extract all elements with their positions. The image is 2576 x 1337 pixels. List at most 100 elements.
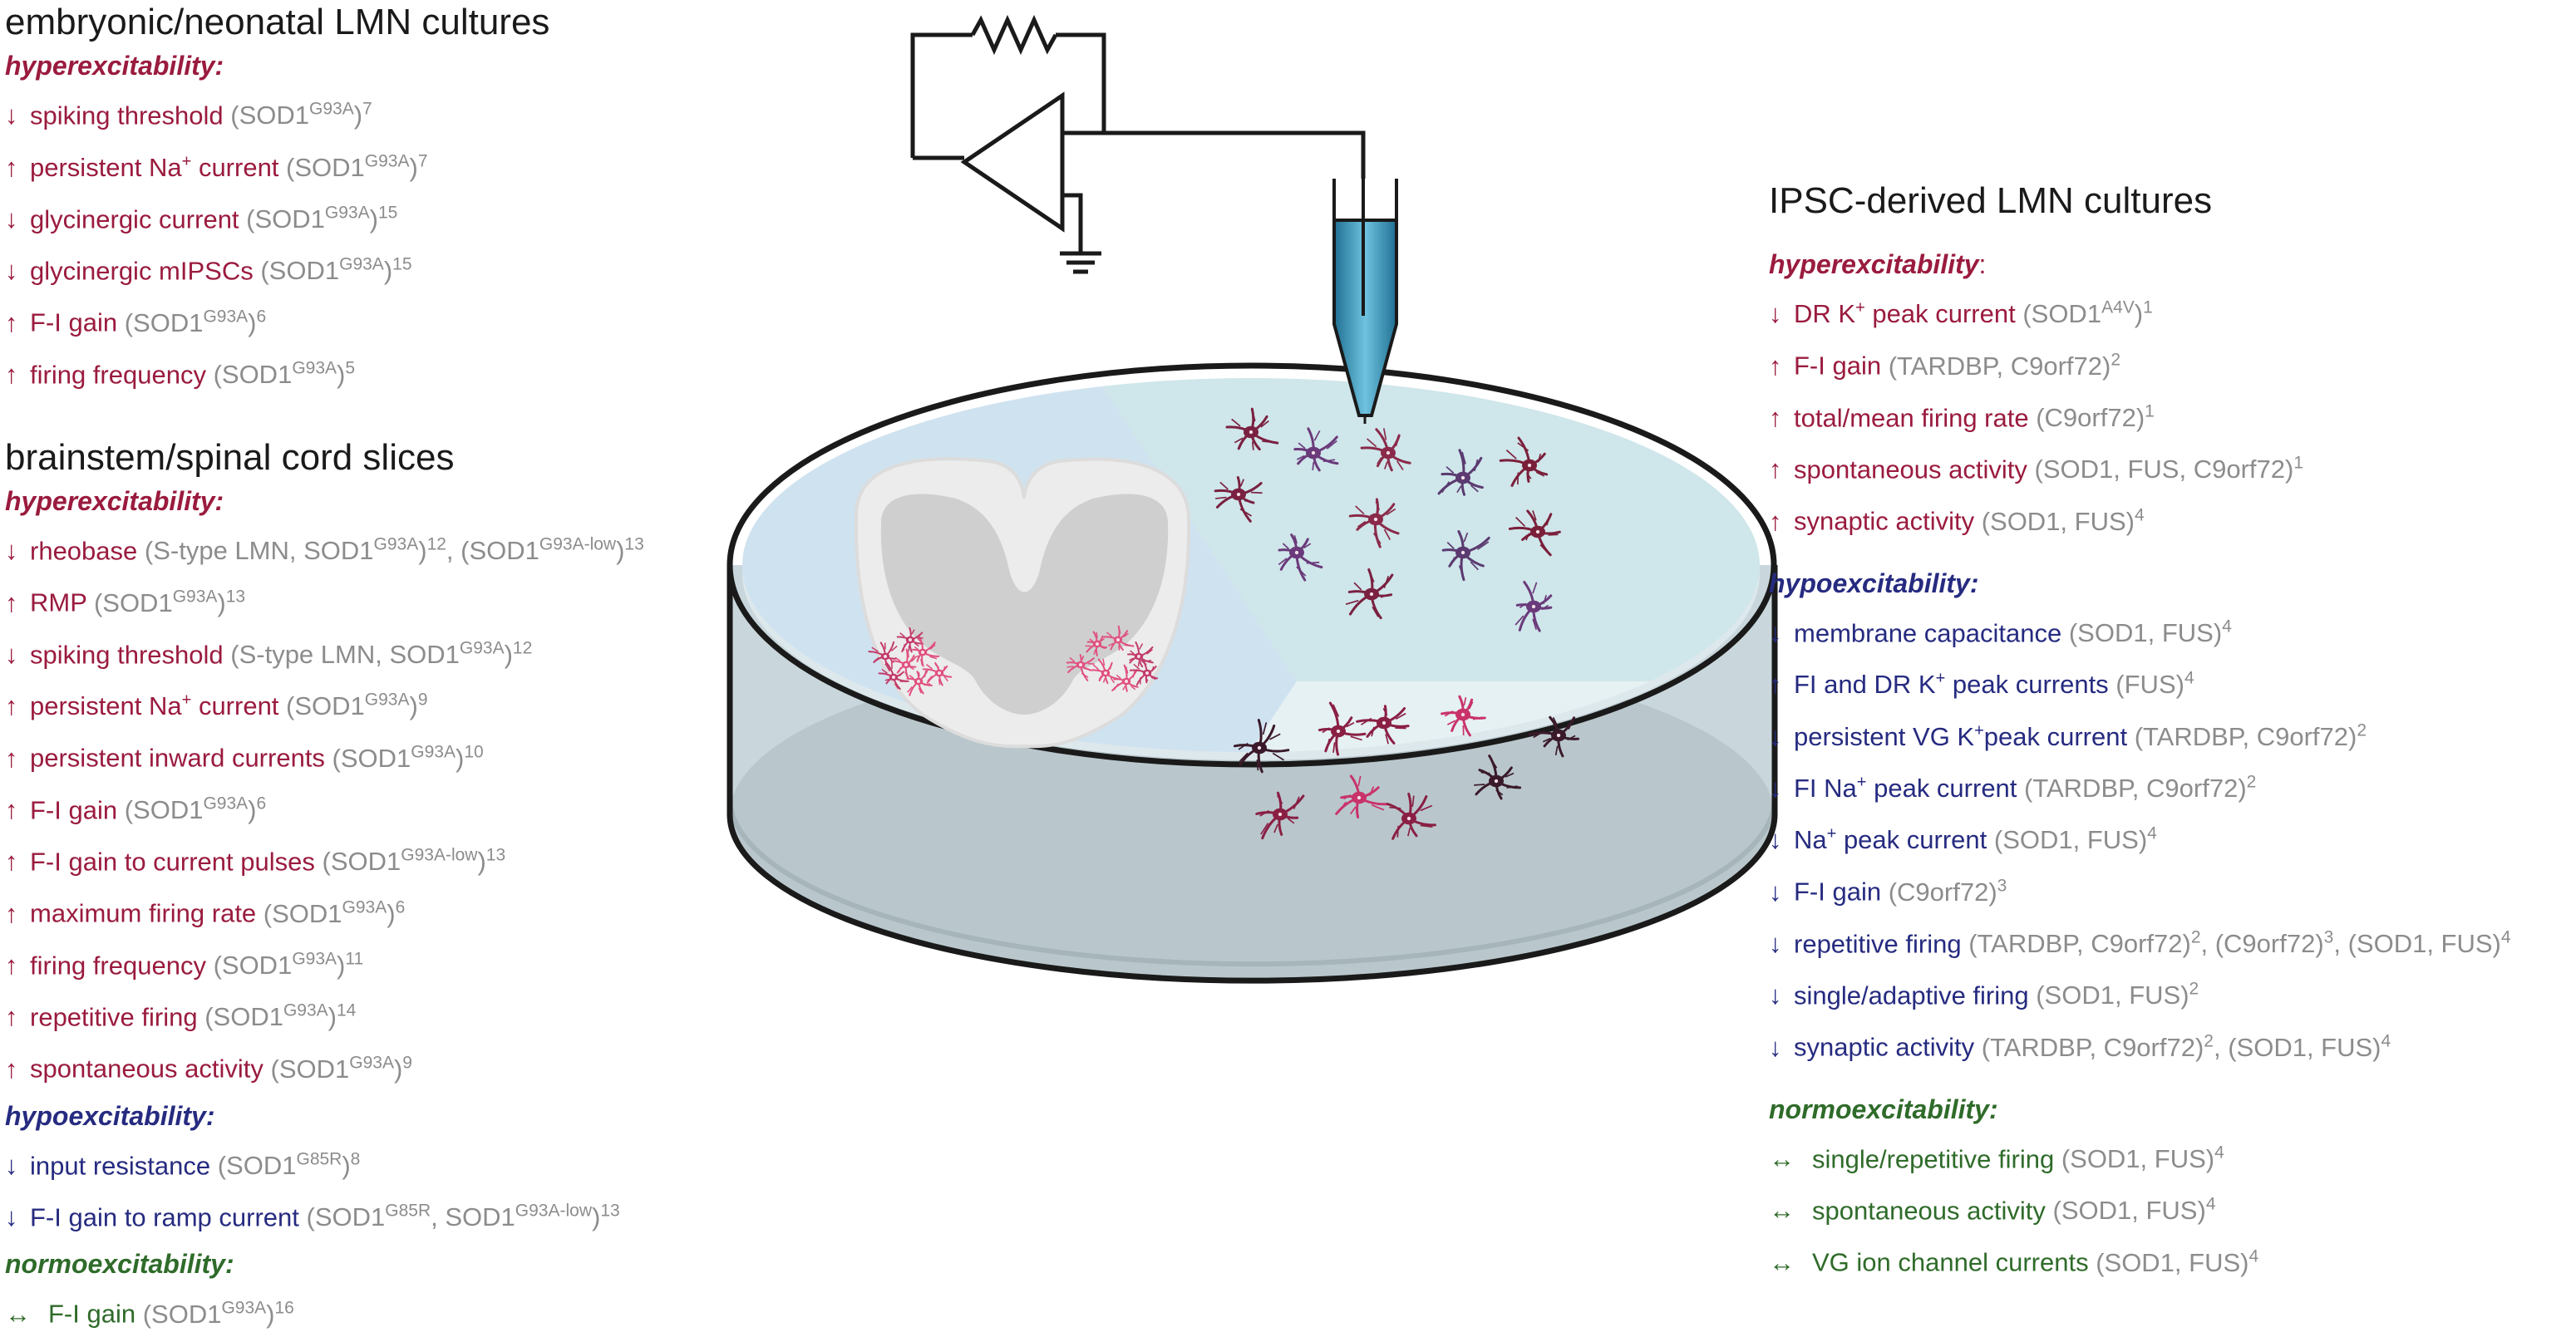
finding-feature: F-I gain [1794,351,1882,381]
hyper-category-label: hyperexcitability: [5,51,224,81]
motor-neuron-icon [868,641,898,671]
motor-neuron-icon [892,648,917,680]
direction-arrow: ↑ [5,794,18,824]
finding-reference: (TARDBP, C9orf72)2 [2017,772,2257,803]
direction-arrow: ↔ [1769,1143,1795,1173]
finding-feature: F-I gain to ramp current [30,1202,299,1232]
finding-reference: (SOD1G93A)15 [253,254,412,286]
finding-item: ↓membrane capacitance (SOD1, FUS)4 [1769,604,2511,656]
slices-groups: hyperexcitability:↓rheobase (S-type LMN,… [5,480,644,1337]
finding-reference: (SOD1G85R, SOD1G93A-low)13 [298,1201,620,1232]
patch-clamp-amplifier-icon [910,14,1366,274]
finding-reference: (SOD1G93A)5 [205,358,356,389]
direction-arrow: ↓ [5,639,18,669]
finding-feature: single/adaptive firing [1794,981,2029,1010]
finding-reference: (SOD1G93A)11 [205,949,364,980]
finding-reference: (SOD1, FUS)4 [2054,1143,2224,1173]
finding-reference: (SOD1G93A)7 [278,151,428,182]
motor-neuron-icon [1499,436,1549,487]
direction-arrow: ↑ [5,691,18,721]
direction-arrow: ↔ [5,1299,31,1329]
finding-reference: (SOD1G93A)15 [239,203,398,233]
direction-arrow: ↓ [1769,773,1782,803]
motor-neuron-icon [1255,791,1305,840]
finding-item: ↓Na+ peak current (SOD1, FUS)4 [1769,811,2511,863]
finding-reference: (TARDBP, C9orf72)2, (C9orf72)3, (SOD1, F… [1961,927,2511,958]
finding-feature: F-I gain to current pulses [30,847,315,877]
motor-neuron-icon [896,627,924,653]
finding-reference: (S-type LMN, SOD1G93A)12, (SOD1G93A-low)… [137,534,644,566]
direction-arrow: ↑ [1769,402,1782,432]
finding-feature: glycinergic current [30,204,239,233]
motor-neuron-icon [1278,533,1323,582]
direction-arrow: ↑ [1769,670,1782,700]
direction-arrow: ↓ [1769,1032,1782,1062]
finding-item: ↑F-I gain (SOD1G93A)6 [5,781,644,833]
finding-reference: (SOD1G93A)7 [223,100,372,130]
finding-item: ↓F-I gain to ramp current (SOD1G85R, SOD… [5,1188,644,1240]
spinal-cord-neurons [868,625,1159,696]
embryonic-groups: hyperexcitability:↓spiking threshold (SO… [5,45,644,397]
finding-item: ↑F-I gain (TARDBP, C9orf72)2 [1769,337,2511,388]
finding-reference: (SOD1G93A)16 [135,1298,294,1329]
finding-item: ↑persistent Na+ current (SOD1G93A)7 [5,138,644,189]
motor-neuron-icon [1129,656,1159,686]
finding-item: ↑repetitive firing (SOD1G93A)14 [5,988,644,1040]
direction-arrow: ↓ [5,1150,18,1180]
direction-arrow: ↑ [5,1002,18,1032]
motor-neuron-icon [1103,625,1135,651]
hyper-category-label: hyperexcitability: [1769,249,1987,279]
finding-feature: DR K+ peak current [1794,299,2016,329]
finding-item: ↑synaptic activity (SOD1, FUS)4 [1769,492,2511,543]
direction-arrow: ↑ [5,152,18,182]
finding-feature: spontaneous activity [1812,1196,2046,1226]
motor-neuron-icon [1111,664,1139,692]
finding-feature: persistent VG K+peak current [1794,721,2128,751]
finding-feature: repetitive firing [1794,928,1962,958]
finding-item: ↓rheobase (S-type LMN, SOD1G93A)12, (SOD… [5,522,644,573]
finding-feature: synaptic activity [1794,506,1975,536]
direction-arrow: ↓ [1769,617,1782,647]
finding-reference: (SOD1, FUS, C9orf72)1 [2027,453,2304,484]
finding-reference: (SOD1G93A)13 [86,587,246,617]
finding-feature: RMP [30,587,87,617]
finding-reference: (C9orf72)3 [1881,876,2007,907]
motor-neuron-icon [1508,509,1561,557]
finding-item: ↓glycinergic current (SOD1G93A)15 [5,190,644,242]
motor-neuron-icon [1386,792,1436,840]
finding-feature: input resistance [30,1150,211,1180]
motor-neuron-icon [1528,715,1580,758]
motor-neuron-icon [1360,428,1411,472]
finding-reference: (SOD1A4V)1 [2015,298,2153,329]
finding-feature: glycinergic mIPSCs [30,256,254,286]
direction-arrow: ↓ [1769,928,1782,958]
finding-item: ↓persistent VG K+peak current (TARDBP, C… [1769,707,2511,759]
finding-item: ↔single/repetitive firing (SOD1, FUS)4 [1769,1130,2511,1182]
petri-dish-icon [727,362,1778,984]
finding-feature: FI and DR K+ peak currents [1794,669,2109,700]
finding-item: ↑maximum firing rate (SOD1G93A)6 [5,884,644,936]
finding-reference: (SOD1, FUS)4 [2088,1246,2259,1277]
motor-neuron-icon [1345,568,1394,620]
direction-arrow: ↔ [1769,1196,1795,1226]
direction-arrow: ↑ [5,587,18,617]
finding-reference: (SOD1, FUS)4 [2045,1194,2216,1226]
motor-neuron-icon [906,669,933,696]
ipsc-groups: hyperexcitability: ↓ DR K+ peak current (S… [1769,243,2511,1285]
direction-arrow: ↓ [1769,721,1782,751]
finding-feature: spontaneous activity [1794,455,2027,484]
motor-neuron-icon [1066,654,1095,681]
finding-item: ↓glycinergic mIPSCs (SOD1G93A)15 [5,242,644,293]
direction-arrow: ↑ [1769,455,1782,484]
finding-feature: spiking threshold [30,639,224,669]
section-heading-embryonic: embryonic/neonatal LMN cultures [5,2,550,42]
normo-category-label: normoexcitability: [5,1249,234,1280]
motor-neuron-icon [1437,449,1484,496]
finding-reference: (SOD1, FUS)4 [2061,617,2232,647]
finding-reference: (SOD1G93A)14 [197,1000,357,1032]
motor-neuron-icon [1225,407,1279,451]
finding-item: ↑firing frequency (SOD1G93A)11 [5,936,644,988]
finding-item: ↑total/mean firing rate (C9orf72)1 [1769,389,2511,440]
direction-arrow: ↑ [5,898,18,928]
hypo-category-label: hypoexcitability: [5,1100,215,1131]
